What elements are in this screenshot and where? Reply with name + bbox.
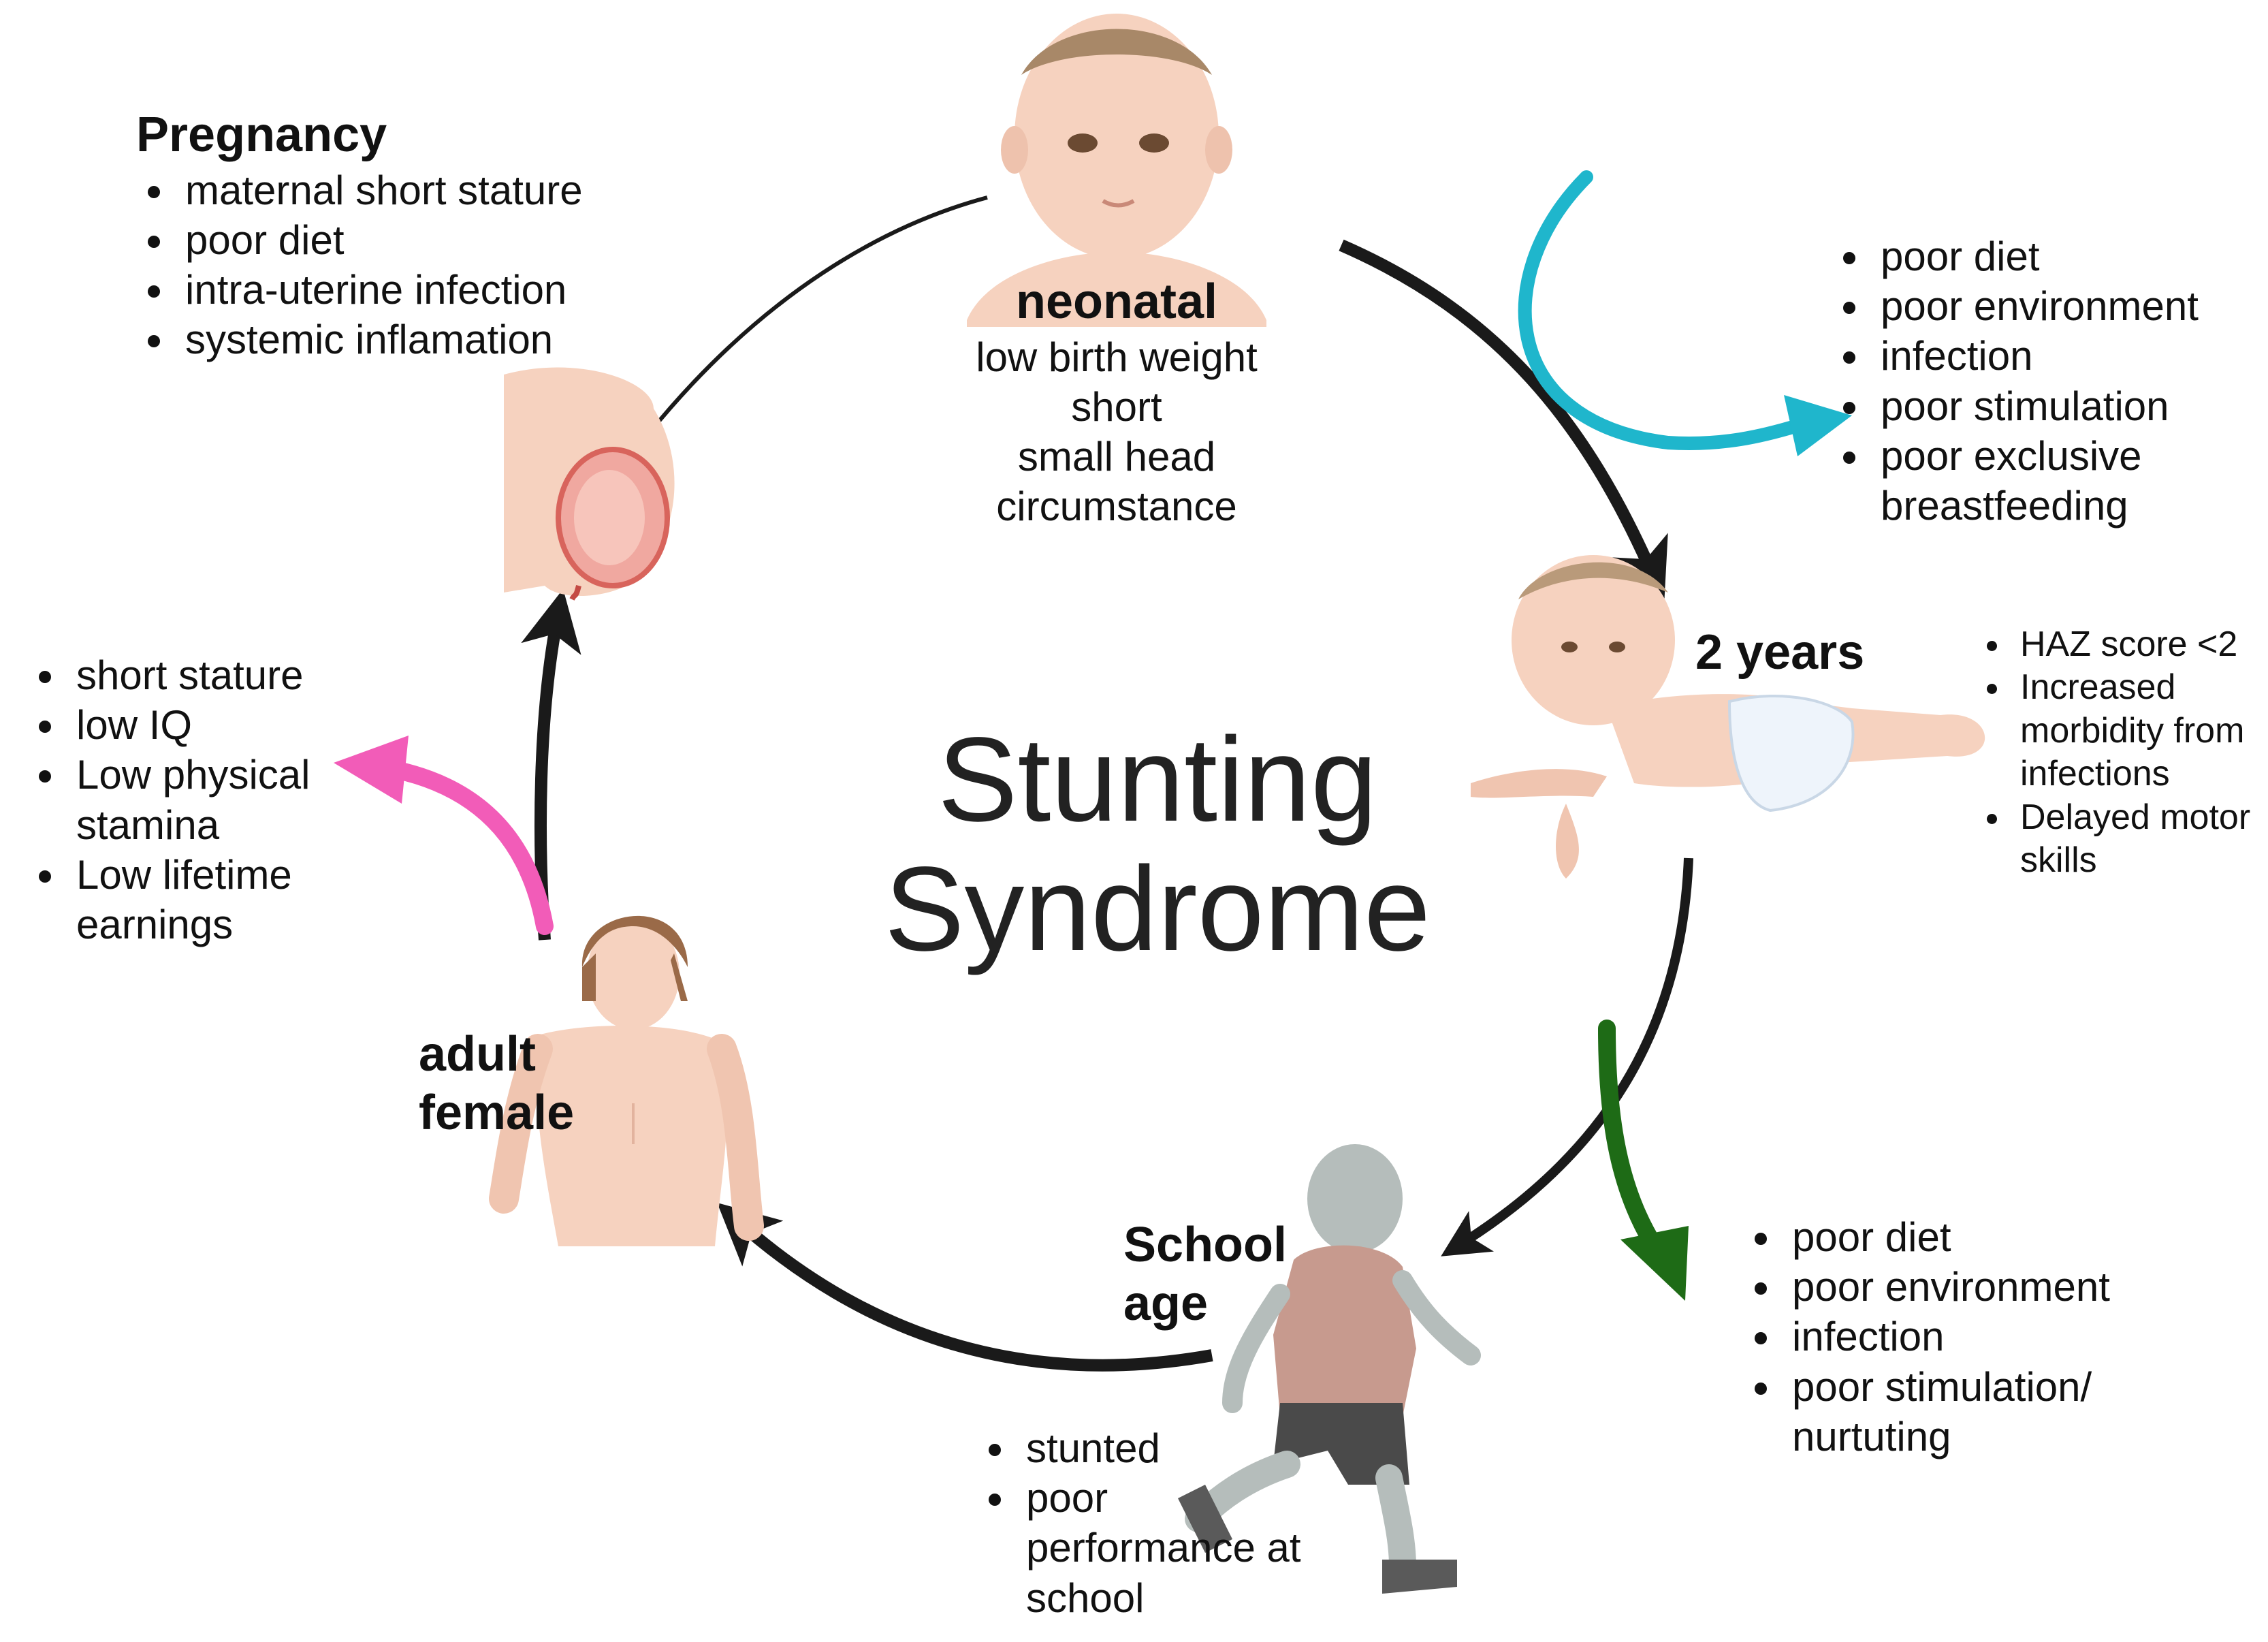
- newborn-face-icon: [967, 14, 1266, 327]
- pregnancy-list: maternal short stature poor diet intra-u…: [136, 165, 749, 365]
- neonatal-line: low birth weight: [976, 334, 1258, 380]
- pregnancy-title: Pregnancy: [136, 108, 387, 162]
- factors-bottom-right-list: poor diet poor environment infection poo…: [1702, 1212, 2247, 1462]
- list-item: poor stimulation/ nurtuting: [1784, 1362, 2247, 1462]
- list-item: poor performance at school: [1018, 1473, 1321, 1623]
- cyan-factor-arrow: [1518, 170, 1852, 456]
- list-item: HAZ score <2: [2012, 623, 2267, 666]
- adult-outcomes-list: short stature low IQ Low physical stamin…: [0, 650, 354, 949]
- two-years-title: 2 years: [1695, 625, 1865, 680]
- list-item: intra-uterine infection: [177, 265, 749, 315]
- neonatal-line: short: [1071, 384, 1162, 430]
- list-item: short stature: [68, 650, 354, 700]
- two-years-list: HAZ score <2 Increased morbidity from in…: [1947, 623, 2267, 883]
- pregnancy-block: Pregnancy maternal short stature poor di…: [136, 106, 749, 365]
- adult-female-title: adult female: [419, 1027, 575, 1141]
- list-item: poor diet: [1784, 1212, 2247, 1262]
- arrow-pregnancy-to-neonatal: [645, 195, 988, 437]
- running-child-icon: [1178, 1144, 1481, 1594]
- factors-top-right-list: poor diet poor environment infection poo…: [1811, 232, 2261, 531]
- list-item: Increased morbidity from infections: [2012, 666, 2267, 795]
- arrow-school-to-adult: [717, 1203, 1213, 1372]
- list-item: low IQ: [68, 700, 354, 750]
- neonatal-title: neonatal: [1015, 274, 1218, 329]
- list-item: stunted: [1018, 1423, 1321, 1473]
- two-years-block: HAZ score <2 Increased morbidity from in…: [1947, 623, 2267, 883]
- center-title-line-1: Stunting: [938, 713, 1377, 847]
- adult-female-icon: [489, 915, 764, 1246]
- school-age-block: stunted poor performance at school: [940, 1423, 1321, 1623]
- list-item: poor diet: [1872, 232, 2261, 281]
- list-item: poor stimulation: [1872, 381, 2261, 431]
- arrow-two-years-to-school: [1441, 857, 1693, 1257]
- list-item: infection: [1872, 331, 2261, 381]
- neonatal-line: circumstance: [996, 484, 1237, 530]
- pink-factor-arrow: [334, 736, 554, 935]
- factors-bottom-right: poor diet poor environment infection poo…: [1702, 1212, 2247, 1462]
- list-item: infection: [1784, 1312, 2247, 1361]
- green-factor-arrow: [1598, 1020, 1689, 1301]
- school-age-title: School age: [1123, 1218, 1288, 1331]
- list-item: systemic inflamation: [177, 315, 749, 364]
- neonatal-block: neonatal low birth weight short small he…: [940, 272, 1294, 532]
- list-item: Low physical stamina: [68, 750, 354, 849]
- factors-top-right: poor diet poor environment infection poo…: [1811, 232, 2261, 531]
- list-item: Delayed motor skills: [2012, 796, 2267, 883]
- arrow-neonatal-to-two-years: [1339, 239, 1668, 602]
- adult-outcomes-block: short stature low IQ Low physical stamin…: [0, 650, 354, 949]
- list-item: poor environment: [1872, 281, 2261, 331]
- list-item: poor environment: [1784, 1262, 2247, 1312]
- list-item: poor diet: [177, 215, 749, 265]
- list-item: Low lifetime earnings: [68, 850, 354, 949]
- center-title: Stunting Syndrome: [681, 715, 1634, 974]
- crawling-baby-icon: [1471, 555, 1985, 879]
- pregnant-belly-icon: [504, 367, 675, 601]
- neonatal-line: small head: [1017, 434, 1216, 480]
- list-item: maternal short stature: [177, 165, 749, 215]
- center-title-line-2: Syndrome: [884, 842, 1431, 977]
- school-age-list: stunted poor performance at school: [940, 1423, 1321, 1623]
- list-item: poor exclusive breastfeeding: [1872, 431, 2261, 531]
